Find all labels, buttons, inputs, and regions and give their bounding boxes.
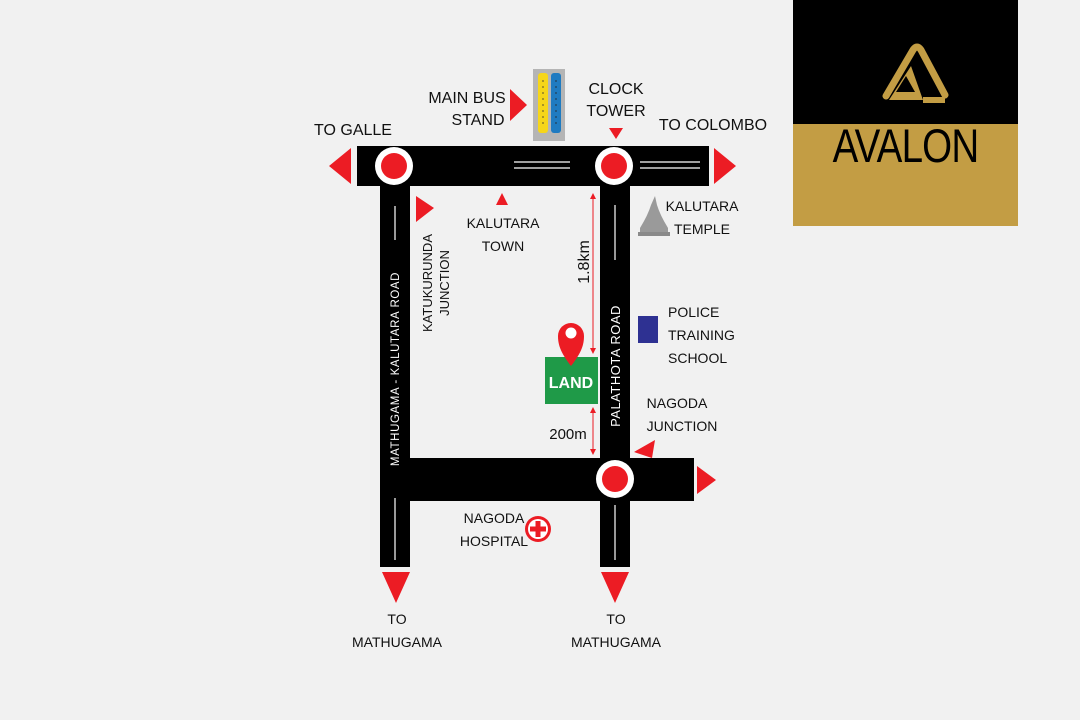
arrow-bus-stand (510, 89, 527, 121)
arrow-katukurunda (416, 196, 434, 222)
label-to-galle: TO GALLE (314, 122, 392, 139)
roundabout-galle (375, 147, 413, 185)
hospital-icon (525, 516, 551, 542)
police-school-marker (638, 316, 658, 343)
brand-logo: AVALON (793, 0, 1018, 226)
brand-name: AVALON (832, 119, 980, 172)
road-top (357, 146, 709, 186)
distance-1-8km: 1.8km (576, 240, 593, 284)
road-name-palathota: PALATHOTA ROAD (608, 305, 623, 427)
location-pin-icon (558, 323, 584, 366)
arrow-kalutara-town (496, 193, 508, 205)
arrow-mathugama-left (382, 572, 410, 603)
bus-icon (533, 69, 565, 141)
arrow-to-galle (329, 148, 351, 184)
road-bottom (398, 458, 694, 501)
distance-200m: 200m (549, 426, 587, 443)
land-label: LAND (549, 375, 593, 392)
arrow-bottom-right (697, 466, 716, 494)
arrow-to-colombo (714, 148, 736, 184)
roundabout-clock-tower (595, 147, 633, 185)
arrow-mathugama-right (601, 572, 629, 603)
temple-icon (638, 196, 670, 236)
avalon-logo-icon (882, 43, 949, 103)
arrow-clock-tower (609, 128, 623, 139)
roundabout-nagoda (596, 460, 634, 498)
road-name-mathugama-kalutara: MATHUGAMA - KALUTARA ROAD (390, 272, 402, 466)
label-to-colombo: TO COLOMBO (659, 117, 767, 134)
arrow-nagoda-junction (634, 440, 655, 458)
logo-bottom-panel (793, 124, 1018, 226)
roads (357, 146, 709, 567)
